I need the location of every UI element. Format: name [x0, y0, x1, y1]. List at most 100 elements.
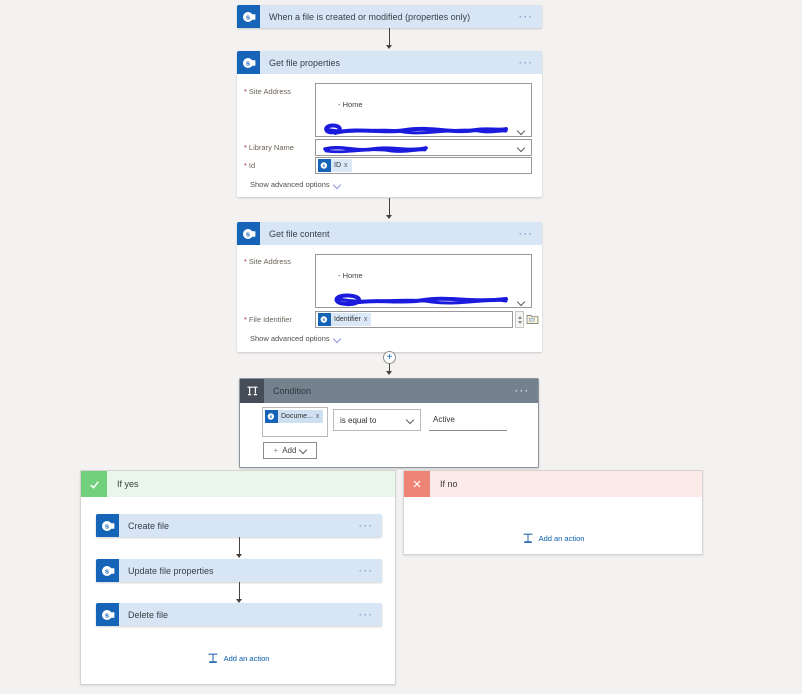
file-identifier-label: *File Identifier [244, 315, 292, 324]
chevron-down-icon [299, 445, 308, 454]
condition-left-operand-box[interactable]: s Docume... x [262, 407, 328, 437]
remove-token-icon[interactable]: x [344, 162, 348, 169]
get-file-content-card: s Get file content ··· *Site Address - H… [237, 222, 542, 352]
redaction-scribble [323, 145, 428, 154]
condition-add-button[interactable]: + Add [263, 442, 317, 459]
trigger-title: When a file is created or modified (prop… [269, 11, 471, 22]
site-address-label: *Site Address [244, 87, 292, 96]
sharepoint-icon: s [237, 51, 260, 74]
chevron-down-icon [405, 415, 415, 425]
trigger-menu-button[interactable]: ··· [519, 11, 534, 22]
trigger-card-header[interactable]: s When a file is created or modified (pr… [237, 5, 542, 28]
stepper-up-icon[interactable] [517, 315, 522, 319]
chevron-down-icon [516, 126, 526, 136]
sharepoint-icon: s [96, 514, 119, 537]
update-file-properties-card[interactable]: s Update file properties ··· [96, 559, 382, 582]
connector-line [239, 537, 240, 555]
connector-arrowhead [386, 45, 392, 49]
card-title: Delete file [128, 609, 169, 620]
chevron-down-icon [516, 297, 526, 307]
update-file-properties-header[interactable]: s Update file properties ··· [96, 559, 382, 582]
connector-arrowhead [236, 554, 242, 558]
condition-header[interactable]: Condition ··· [240, 379, 538, 403]
svg-text:s: s [323, 318, 326, 323]
library-name-dropdown[interactable] [315, 139, 532, 156]
delete-file-header[interactable]: s Delete file ··· [96, 603, 382, 626]
value-stepper[interactable] [515, 311, 524, 328]
if-no-title: If no [440, 479, 458, 489]
condition-value: Active [433, 415, 455, 424]
token-label: ID [334, 162, 341, 169]
id-token-chip[interactable]: s ID x [318, 159, 352, 172]
identifier-token-chip[interactable]: s Identifier x [318, 313, 372, 326]
create-file-card[interactable]: s Create file ··· [96, 514, 382, 537]
if-yes-header[interactable]: If yes [81, 471, 395, 497]
site-address-selected: - Home [338, 271, 363, 280]
connector-line [389, 28, 390, 46]
remove-token-icon[interactable]: x [363, 316, 368, 323]
operator-value: is equal to [340, 415, 377, 425]
svg-text:s: s [104, 566, 108, 575]
site-address-dropdown[interactable]: - Home [315, 83, 532, 137]
site-address-label: *Site Address [244, 257, 292, 266]
sharepoint-icon: s [237, 222, 260, 245]
card-menu-button[interactable]: ··· [519, 57, 534, 68]
card-menu-button[interactable]: ··· [359, 565, 374, 576]
stepper-down-icon[interactable] [517, 320, 522, 324]
insert-step-button[interactable]: + [383, 351, 396, 364]
condition-value-input[interactable]: Active [429, 409, 507, 431]
connector-line [239, 582, 240, 600]
card-menu-button[interactable]: ··· [359, 609, 374, 620]
if-no-header[interactable]: If no [404, 471, 702, 497]
library-name-label: *Library Name [244, 143, 294, 152]
remove-token-icon[interactable]: x [315, 413, 320, 420]
condition-card: Condition ··· s Docume... x is equal to … [239, 378, 539, 468]
chevron-down-icon [332, 180, 341, 189]
trigger-card[interactable]: s When a file is created or modified (pr… [237, 5, 542, 28]
condition-title: Condition [273, 386, 312, 396]
folder-icon [526, 315, 539, 324]
redaction-scribble [324, 123, 508, 135]
card-menu-button[interactable]: ··· [519, 228, 534, 239]
svg-text:s: s [323, 164, 326, 169]
chevron-down-icon [332, 334, 341, 343]
token-label: Identifier [334, 316, 361, 323]
plus-icon: + [386, 351, 393, 363]
file-identifier-input[interactable]: s Identifier x [315, 311, 513, 328]
add-action-link[interactable]: Add an action [81, 653, 395, 664]
show-advanced-options[interactable]: Show advanced options [250, 180, 341, 189]
card-menu-button[interactable]: ··· [359, 520, 374, 531]
condition-operator-dropdown[interactable]: is equal to [333, 409, 421, 431]
folder-picker-button[interactable] [526, 312, 539, 330]
condition-menu-button[interactable]: ··· [515, 386, 530, 396]
sharepoint-icon: s [265, 410, 278, 423]
site-address-dropdown[interactable]: - Home [315, 254, 532, 308]
get-file-properties-card: s Get file properties ··· *Site Address … [237, 51, 542, 197]
check-icon [81, 471, 107, 497]
get-file-content-header[interactable]: s Get file content ··· [237, 222, 542, 245]
svg-text:s: s [104, 610, 108, 619]
delete-file-card[interactable]: s Delete file ··· [96, 603, 382, 626]
if-yes-branch: If yes s Create file ··· s Update file p… [80, 470, 396, 685]
sharepoint-icon: s [237, 5, 260, 28]
svg-text:s: s [245, 58, 249, 67]
id-input[interactable]: s ID x [315, 157, 532, 174]
if-yes-title: If yes [117, 479, 139, 489]
svg-text:s: s [270, 415, 273, 420]
create-file-header[interactable]: s Create file ··· [96, 514, 382, 537]
svg-text:s: s [245, 229, 249, 238]
connector-line [389, 198, 390, 216]
card-title: Create file [128, 520, 170, 531]
id-label: *Id [244, 161, 256, 170]
site-address-selected: - Home [338, 100, 363, 109]
chevron-down-icon [516, 143, 526, 153]
add-action-icon [208, 653, 218, 663]
connector-arrowhead [386, 215, 392, 219]
show-advanced-options[interactable]: Show advanced options [250, 334, 341, 343]
condition-icon [240, 379, 264, 403]
condition-token-chip[interactable]: s Docume... x [265, 410, 324, 423]
add-action-link[interactable]: Add an action [404, 533, 702, 544]
get-file-properties-header[interactable]: s Get file properties ··· [237, 51, 542, 74]
sharepoint-icon: s [96, 603, 119, 626]
